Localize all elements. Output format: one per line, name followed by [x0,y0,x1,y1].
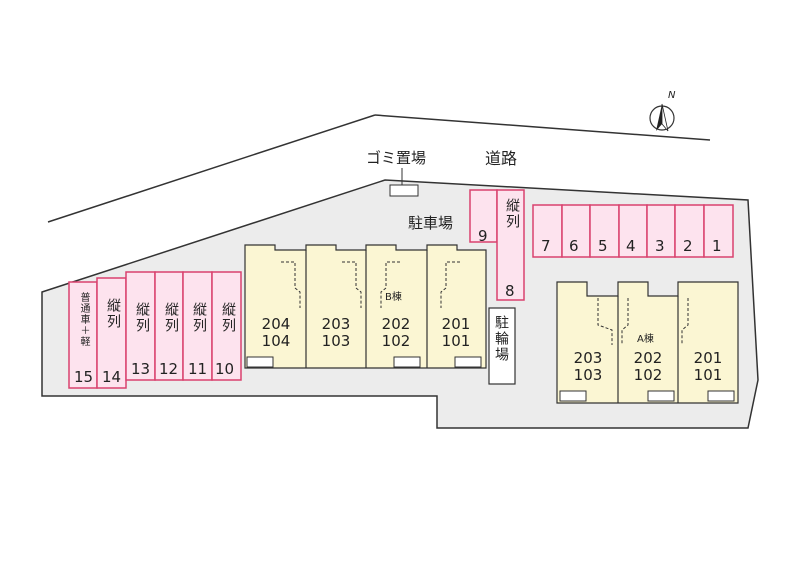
north-compass-icon [649,103,675,132]
parking-number-9: 9 [478,227,488,245]
parking-space-7 [532,204,563,258]
parking-number-15: 15 [74,368,94,386]
parking-space-9 [469,189,498,243]
parking-number-11: 11 [188,360,208,378]
parking-number-5: 5 [598,237,608,255]
parking-space-3 [646,204,676,258]
parking-note-12: 縦列 [163,302,179,334]
north-label: N [668,90,676,101]
parking-number-12: 12 [159,360,179,378]
parking-space-15 [68,281,98,389]
parking-lot-label: 駐車場 [408,214,454,232]
parking-note-10: 縦列 [220,302,236,334]
garbage-area [389,184,419,197]
garbage-area-label: ゴミ置場 [366,149,427,167]
building-a-outline [556,281,739,404]
building-a-name: A棟 [637,334,654,345]
bicycle-parking [488,307,516,385]
road-label: 道路 [485,149,518,168]
parking-number-4: 4 [626,237,636,255]
parking-space-10 [211,271,242,381]
road-edge-line [374,114,711,141]
parking-space-1 [703,204,734,258]
parking-space-2 [674,204,705,258]
road-edge-line [47,114,376,223]
building-b [244,244,487,369]
parking-number-13: 13 [131,360,151,378]
parking-space-4 [618,204,648,258]
parking-number-7: 7 [541,237,551,255]
parking-note-11: 縦列 [191,302,207,334]
parking-number-14: 14 [102,368,122,386]
parking-number-8: 8 [505,282,515,300]
building-a [556,281,739,404]
parking-note-14: 縦列 [105,298,121,330]
building-b-name: B棟 [385,292,402,303]
parking-space-14 [96,277,127,389]
parking-number-2: 2 [683,237,693,255]
parking-note-13: 縦列 [134,302,150,334]
parking-note-15: 普通車＋軽 [78,292,89,347]
parking-number-1: 1 [712,237,722,255]
parking-space-5 [589,204,620,258]
parking-note-8: 縦列 [504,198,520,230]
parking-number-6: 6 [569,237,579,255]
parking-number-10: 10 [215,360,235,378]
bicycle-parking-label: 駐輪場 [493,315,509,363]
parking-space-8 [496,189,525,301]
parking-number-3: 3 [655,237,665,255]
parking-space-13 [125,271,156,381]
